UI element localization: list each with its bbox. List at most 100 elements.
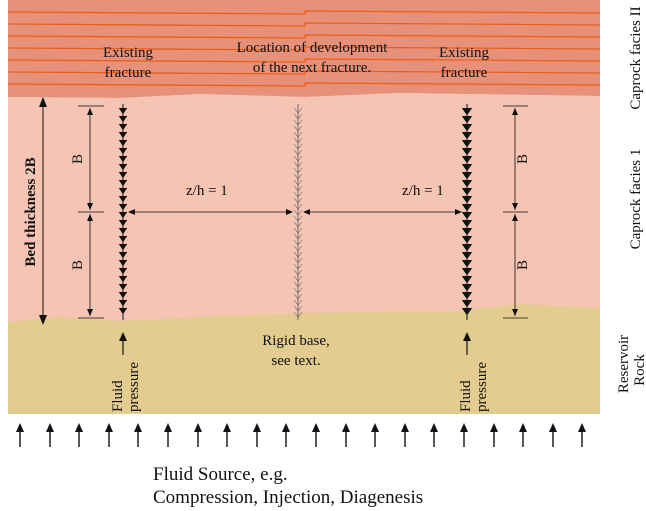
fracture-chevron-icon <box>461 123 473 132</box>
fracture-chevron-icon <box>461 227 473 236</box>
up-arrow-icon <box>519 423 527 447</box>
fluid-pressure-left-arrow-head <box>119 332 127 341</box>
fracture-chevron-icon <box>461 275 473 284</box>
fluid-pressure-right-label-2: pressure <box>474 362 490 412</box>
fracture-chevron-icon <box>461 139 473 148</box>
fracture-chevron-icon <box>461 211 473 220</box>
fracture-chevron-icon <box>293 131 303 138</box>
fracture-chevron-icon <box>293 245 303 252</box>
up-arrow-icon <box>430 423 438 447</box>
b-left-upper-label: B <box>70 154 86 164</box>
fluid-pressure-right-arrow-head <box>463 332 471 341</box>
existing-fracture-left <box>118 107 128 315</box>
spacing-right-head-right <box>455 209 462 215</box>
up-arrow-icon <box>46 423 54 447</box>
spacing-right-head-left <box>303 209 310 215</box>
b-right-lower-head-bottom <box>512 309 518 316</box>
existing-fracture-right-label-1: Existing <box>439 45 490 61</box>
up-arrow-icon <box>16 423 24 447</box>
fracture-chevron-icon <box>461 115 473 124</box>
fracture-chevron-icon <box>118 259 128 267</box>
bed-thickness-arrow-bottom-head <box>39 315 47 325</box>
fracture-chevron-icon <box>293 305 303 312</box>
fluid-pressure-left-label-1: Fluid <box>110 380 126 412</box>
bed-thickness-label: Bed thickness 2B <box>23 157 39 266</box>
bedding-line <box>7 58 601 63</box>
bedding-line <box>7 82 601 87</box>
fracture-chevron-icon <box>293 173 303 180</box>
up-arrow-icon <box>75 423 83 447</box>
up-arrow-icon <box>401 423 409 447</box>
next-fracture-label-2: of the next fracture. <box>253 60 371 76</box>
fracture-chevron-icon <box>293 275 303 282</box>
fracture-chevron-icon <box>461 283 473 292</box>
b-right-upper-head-bottom <box>512 203 518 210</box>
fracture-chevron-icon <box>118 115 128 123</box>
fracture-chevron-icon <box>461 163 473 172</box>
fracture-chevron-icon <box>293 269 303 276</box>
fracture-chevron-icon <box>293 287 303 294</box>
up-arrow-icon <box>134 423 142 447</box>
fracture-chevron-icon <box>118 139 128 147</box>
bedding-line <box>7 10 601 15</box>
fracture-chevron-icon <box>118 107 128 115</box>
up-arrow-icon <box>490 423 498 447</box>
fracture-chevron-icon <box>461 155 473 164</box>
fracture-chevron-icon <box>118 155 128 163</box>
fracture-chevron-icon <box>461 107 473 116</box>
fracture-chevron-icon <box>118 179 128 187</box>
bedding-line <box>7 22 601 27</box>
fracture-chevron-icon <box>118 203 128 211</box>
fracture-chevron-icon <box>118 275 128 283</box>
fracture-chevron-icon <box>293 233 303 240</box>
fracture-chevron-icon <box>293 185 303 192</box>
fracture-chevron-icon <box>461 195 473 204</box>
rigid-base-label-1: Rigid base, <box>262 333 330 349</box>
fracture-chevron-icon <box>461 131 473 140</box>
fracture-chevron-icon <box>293 143 303 150</box>
up-arrow-icon <box>312 423 320 447</box>
fracture-chevron-icon <box>293 293 303 300</box>
fracture-chevron-icon <box>293 257 303 264</box>
fracture-chevron-icon <box>461 251 473 260</box>
spacing-right-label: z/h = 1 <box>402 183 444 199</box>
up-arrow-icon <box>164 423 172 447</box>
fracture-chevron-icon <box>293 119 303 126</box>
up-arrow-icon <box>578 423 586 447</box>
up-arrow-icon <box>282 423 290 447</box>
reservoir-rock-label-2: Rock <box>632 354 646 386</box>
fracture-chevron-icon <box>293 251 303 258</box>
fracture-chevron-icon <box>293 191 303 198</box>
fracture-chevron-icon <box>461 291 473 300</box>
bed-thickness-arrow-top-head <box>39 97 47 107</box>
up-arrow-icon <box>371 423 379 447</box>
reservoir-rock-label-1: Reservoir <box>616 335 632 393</box>
bedding-line <box>7 70 601 75</box>
caprock-facies-1-label: Caprock facies 1 <box>628 149 644 250</box>
fracture-chevron-icon <box>461 203 473 212</box>
fracture-chevron-icon <box>293 311 303 318</box>
fracture-chevron-icon <box>293 149 303 156</box>
spacing-left-head-left <box>128 209 135 215</box>
b-right-upper-head-top <box>512 108 518 115</box>
existing-fracture-left-label-2: fracture <box>105 65 152 81</box>
fracture-chevron-icon <box>461 259 473 268</box>
fracture-chevron-icon <box>293 221 303 228</box>
fluid-source-label-2: Compression, Injection, Diagenesis <box>153 487 423 508</box>
fracture-chevron-icon <box>293 167 303 174</box>
fracture-chevron-icon <box>293 299 303 306</box>
fracture-chevron-icon <box>293 107 303 114</box>
up-arrow-icon <box>194 423 202 447</box>
fracture-chevron-icon <box>118 171 128 179</box>
fracture-chevron-icon <box>293 263 303 270</box>
fracture-chevron-icon <box>461 243 473 252</box>
existing-fracture-left-label-1: Existing <box>103 45 154 61</box>
caprock-facies-1-layer <box>8 93 600 322</box>
fracture-chevron-icon <box>118 299 128 307</box>
b-left-lower-head-bottom <box>87 309 93 316</box>
fracture-chevron-icon <box>118 251 128 259</box>
fracture-chevron-icon <box>118 131 128 139</box>
fluid-source-arrows <box>16 423 586 447</box>
caprock-facies-2-label: Caprock facies II <box>628 6 644 109</box>
